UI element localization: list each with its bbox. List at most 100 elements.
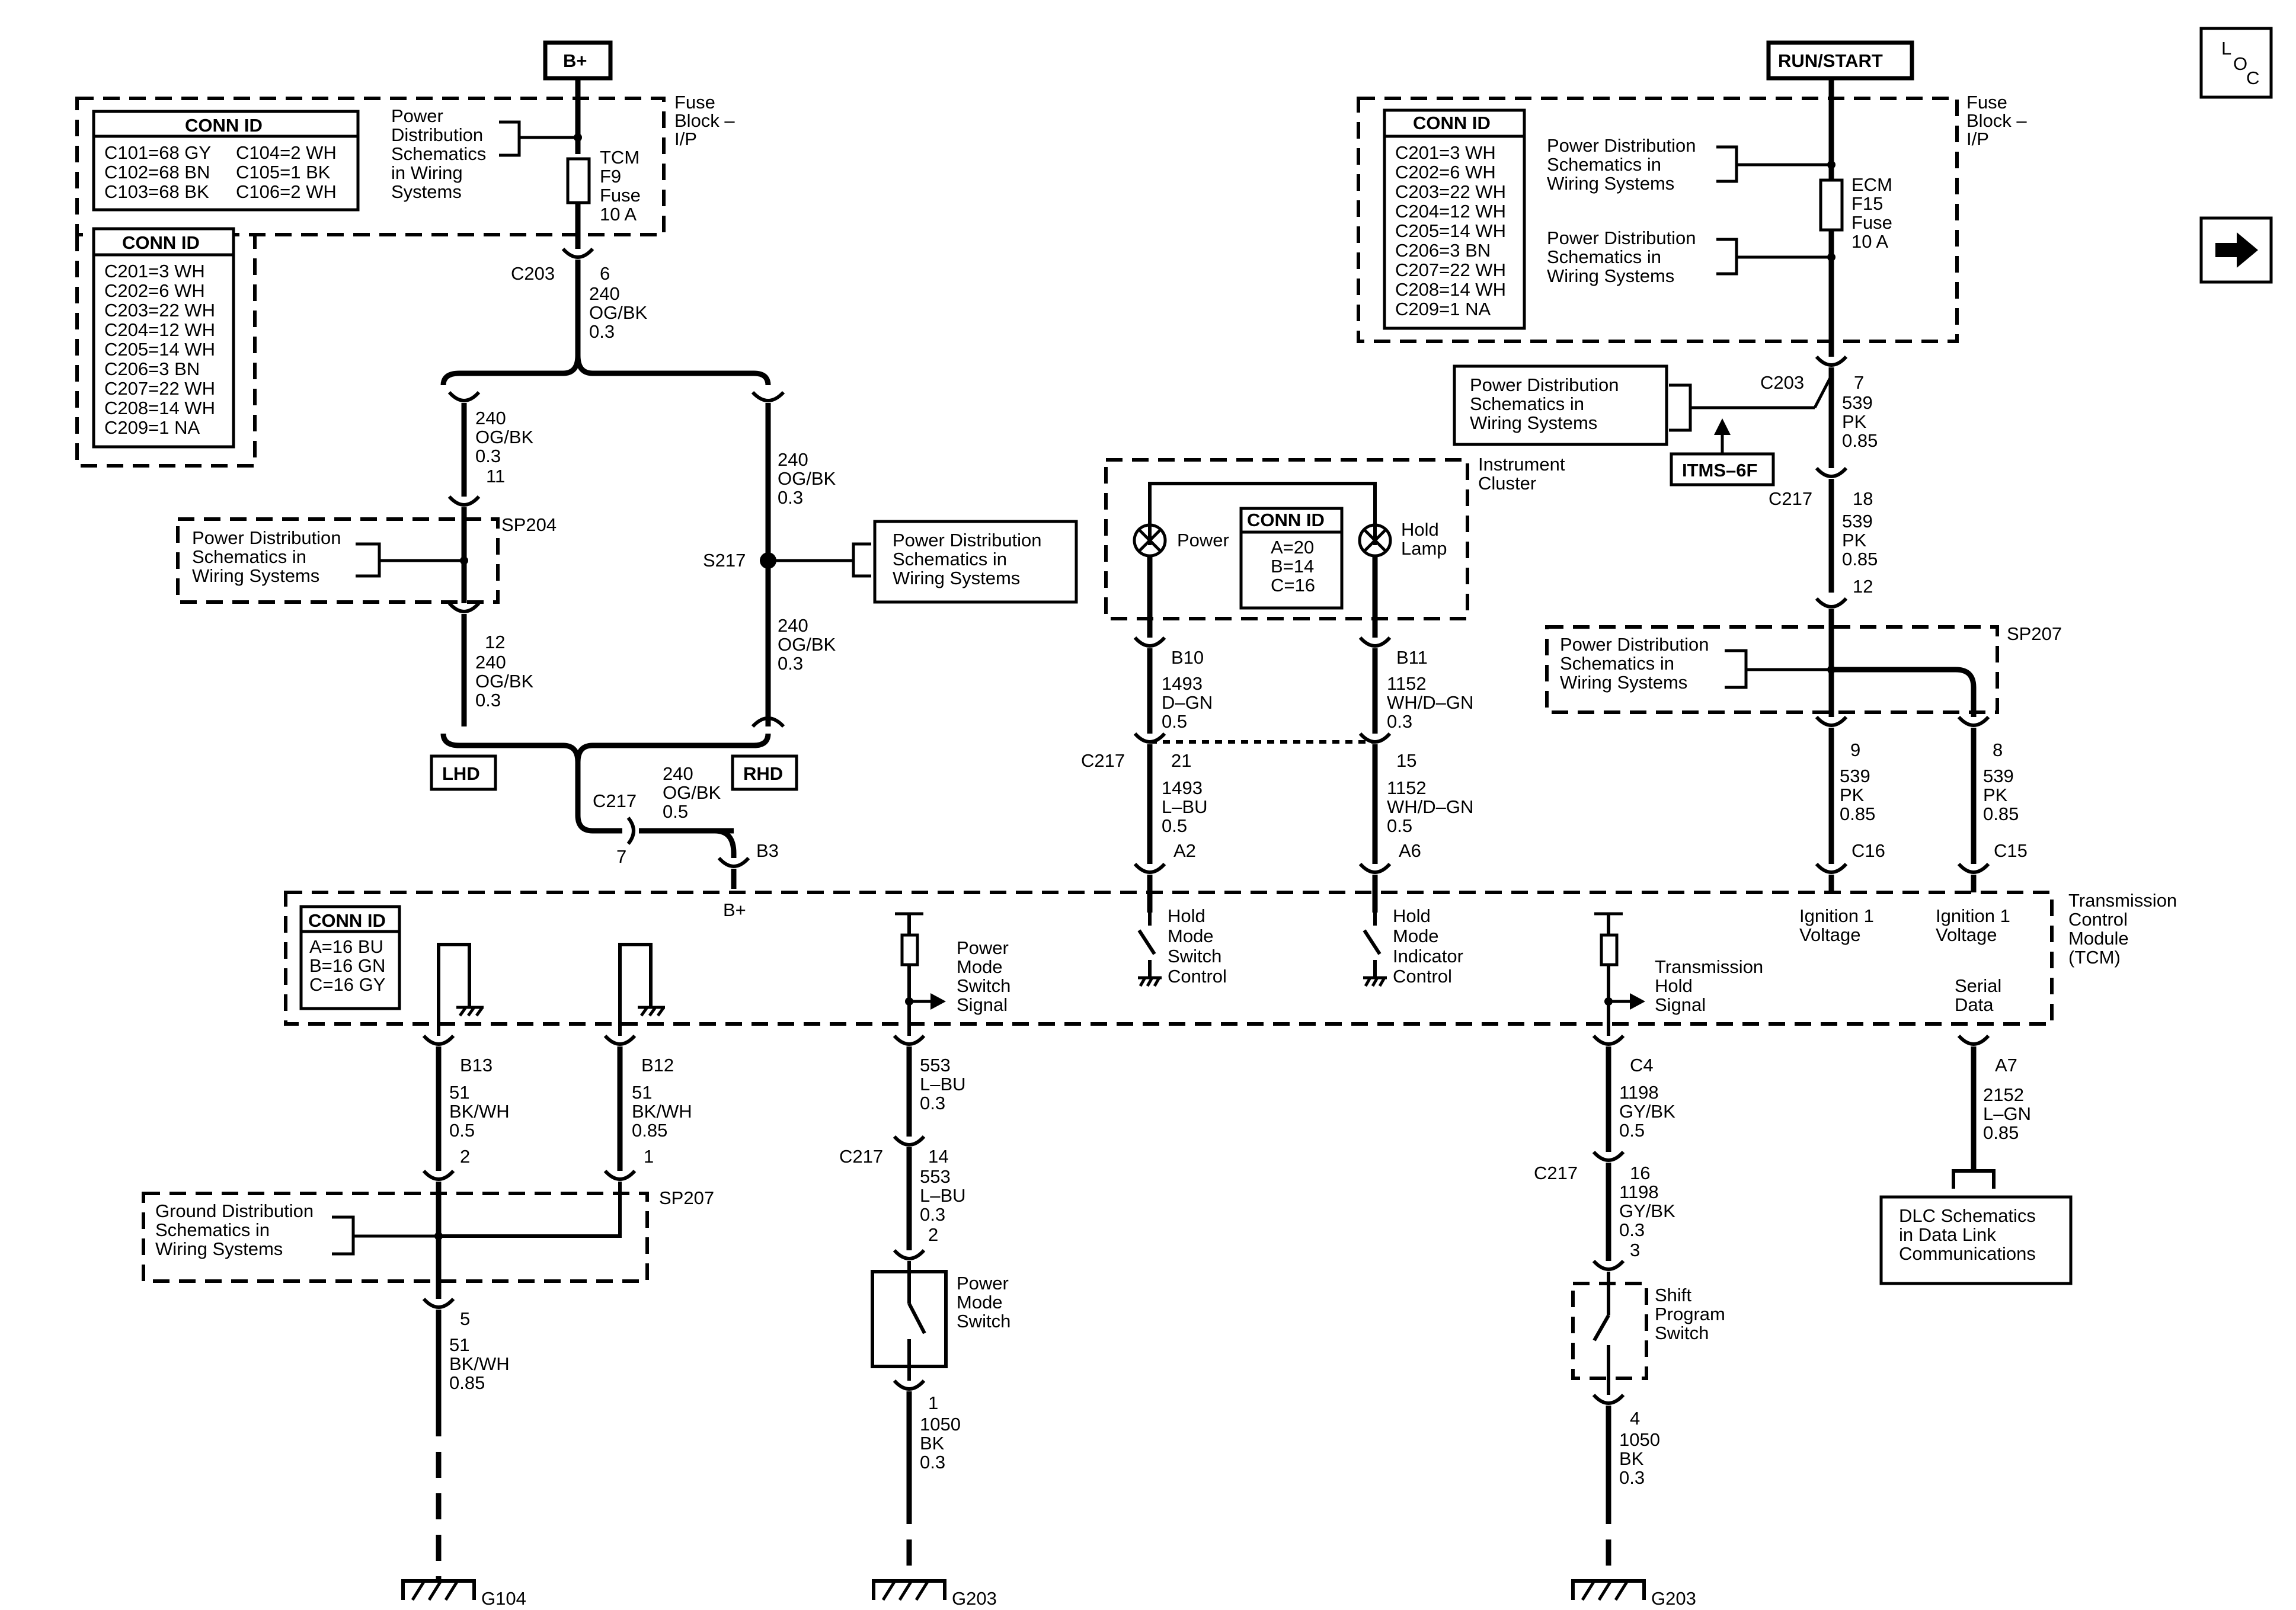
loc-button[interactable]: L O C bbox=[2199, 27, 2273, 99]
wire-label: 553 bbox=[920, 1166, 951, 1187]
b13-pin: B13 bbox=[460, 1055, 493, 1076]
conn-id-5-row: C=16 GY bbox=[309, 974, 385, 995]
a7-pin: A7 bbox=[1995, 1055, 2017, 1076]
tcm-signal-label: Data bbox=[1955, 994, 1994, 1015]
wire-label: 0.85 bbox=[632, 1120, 667, 1141]
wire-label: PK bbox=[1842, 411, 1867, 432]
conn-id-3-row: C203=22 WH bbox=[1395, 181, 1506, 202]
conn-id-2-row: C203=22 WH bbox=[104, 300, 215, 321]
wire-label: BK bbox=[1619, 1448, 1644, 1469]
pd-note-line: Power Distribution bbox=[1547, 135, 1696, 156]
pd-note-line: Wiring Systems bbox=[1560, 672, 1687, 693]
wire-label: 51 bbox=[449, 1334, 469, 1355]
wire-label: 18 bbox=[1853, 488, 1873, 509]
gd-note-line: Wiring Systems bbox=[155, 1238, 283, 1259]
conn-id-4-row: B=14 bbox=[1271, 556, 1314, 577]
power-distribution-link[interactable]: Power Distribution Schematics in Wiring … bbox=[192, 527, 341, 586]
c217-label: C217 bbox=[1081, 750, 1125, 771]
sp204-outline bbox=[176, 517, 500, 604]
switch-label: Program bbox=[1655, 1304, 1725, 1324]
wire-label: OG/BK bbox=[778, 634, 836, 655]
wire-label: GY/BK bbox=[1619, 1201, 1675, 1221]
arrow-right-icon bbox=[1630, 993, 1645, 1010]
conn-id-table-1 bbox=[92, 110, 360, 212]
rhd-label: RHD bbox=[743, 763, 783, 784]
wire-label: 1493 bbox=[1162, 673, 1203, 694]
chassis-ground-icon bbox=[1571, 1579, 1646, 1601]
wire-label: L–BU bbox=[920, 1185, 966, 1206]
switch-label: Power bbox=[957, 1273, 1009, 1294]
wire-label: PK bbox=[1840, 785, 1865, 805]
instrument-cluster-label: Cluster bbox=[1478, 473, 1536, 494]
tcm-signal-label: Indicator bbox=[1393, 946, 1463, 966]
wire-label: 1198 bbox=[1619, 1182, 1659, 1202]
conn-id-3-header: CONN ID bbox=[1413, 113, 1491, 133]
tcm-signal-label: Switch bbox=[1168, 946, 1221, 966]
next-page-button[interactable] bbox=[2199, 216, 2273, 284]
dlc-note-line: Communications bbox=[1899, 1243, 2036, 1264]
wire-label: 12 bbox=[485, 632, 505, 652]
power-lamp-label: Power bbox=[1177, 530, 1229, 550]
conn-id-1-row: C103=68 BK bbox=[104, 181, 209, 202]
ground-distribution-link[interactable]: Ground Distribution Schematics in Wiring… bbox=[155, 1201, 314, 1259]
conn-id-table-4 bbox=[1239, 507, 1344, 610]
wire-label: 0.3 bbox=[778, 653, 803, 674]
pd-note-line: Schematics in bbox=[1470, 393, 1584, 414]
wire-label: 553 bbox=[920, 1055, 951, 1076]
tcm-signal-label: Control bbox=[1168, 966, 1227, 987]
hold-lamp-label: Hold bbox=[1401, 519, 1439, 540]
wire-label: 0.5 bbox=[663, 801, 688, 822]
conn-id-table-2 bbox=[92, 227, 235, 449]
power-distribution-link[interactable]: Power Distribution Schematics in Wiring … bbox=[1547, 228, 1696, 286]
conn-id-5-row: A=16 BU bbox=[309, 936, 383, 957]
conn-id-2-row: C202=6 WH bbox=[104, 280, 205, 301]
tcm-signal-label: Mode bbox=[1393, 926, 1439, 946]
power-distribution-link[interactable]: Power Distribution Schematics in Wiring … bbox=[1560, 634, 1709, 693]
tcm-signal-label: Ignition 1 bbox=[1799, 905, 1874, 926]
arrow-right-icon bbox=[930, 993, 946, 1010]
fuse-block-right-title-2: Block – bbox=[1966, 110, 2027, 131]
power-distribution-link[interactable] bbox=[1453, 364, 1668, 446]
conn-id-table-5 bbox=[299, 905, 401, 1010]
switch-label: Mode bbox=[957, 1292, 1003, 1313]
sp207-label: SP207 bbox=[2007, 623, 2062, 644]
tcm-signal-label: Signal bbox=[1655, 994, 1706, 1015]
chassis-ground-icon bbox=[872, 1579, 946, 1601]
wire-label: 4 bbox=[1630, 1408, 1640, 1429]
wire-label: 0.3 bbox=[475, 446, 501, 466]
c217-label: C217 bbox=[1769, 488, 1812, 509]
wire-label: 1 bbox=[928, 1393, 938, 1413]
arrow-up-icon bbox=[1714, 418, 1731, 435]
wire-label: 14 bbox=[928, 1146, 948, 1167]
tcm-outline bbox=[284, 891, 2054, 1026]
pd-note-line: Power Distribution bbox=[1470, 375, 1619, 395]
b10-pin: B10 bbox=[1171, 647, 1204, 668]
tcm-title: Module bbox=[2068, 928, 2129, 949]
fuse-label: Fuse bbox=[600, 185, 641, 206]
b12-pin: B12 bbox=[641, 1055, 674, 1076]
wire-label: 240 bbox=[475, 408, 506, 428]
conn-id-4-row: C=16 bbox=[1271, 575, 1315, 596]
wire-label: 0.3 bbox=[778, 487, 803, 508]
conn-id-1-row: C104=2 WH bbox=[236, 142, 337, 163]
itms-6f-link[interactable] bbox=[1670, 452, 1775, 486]
wire-label: 0.5 bbox=[449, 1120, 475, 1141]
tcm-signal-label: Ignition 1 bbox=[1936, 905, 2010, 926]
wire-label: 21 bbox=[1171, 750, 1191, 771]
power-distribution-link[interactable]: Power Distribution Schematics in Wiring … bbox=[391, 105, 486, 202]
wire-label: OG/BK bbox=[589, 302, 648, 323]
wire-label: GY/BK bbox=[1619, 1101, 1675, 1122]
conn-id-table-3 bbox=[1383, 108, 1526, 330]
wire-label: L–BU bbox=[1162, 796, 1208, 817]
wire-label: 0.85 bbox=[1983, 804, 2019, 824]
dlc-schematics-link[interactable] bbox=[1879, 1195, 2073, 1285]
power-distribution-link[interactable] bbox=[873, 520, 1078, 604]
c16-pin: C16 bbox=[1851, 840, 1885, 861]
wire-label: 0.3 bbox=[920, 1204, 945, 1225]
tcm-signal-label: Hold bbox=[1393, 905, 1431, 926]
c217-label: C217 bbox=[839, 1146, 883, 1167]
ground-icon bbox=[456, 1006, 484, 1017]
arrow-right-icon bbox=[2215, 232, 2258, 268]
pd-note-line: Distribution bbox=[391, 124, 483, 145]
power-distribution-link[interactable]: Power Distribution Schematics in Wiring … bbox=[1547, 135, 1696, 194]
